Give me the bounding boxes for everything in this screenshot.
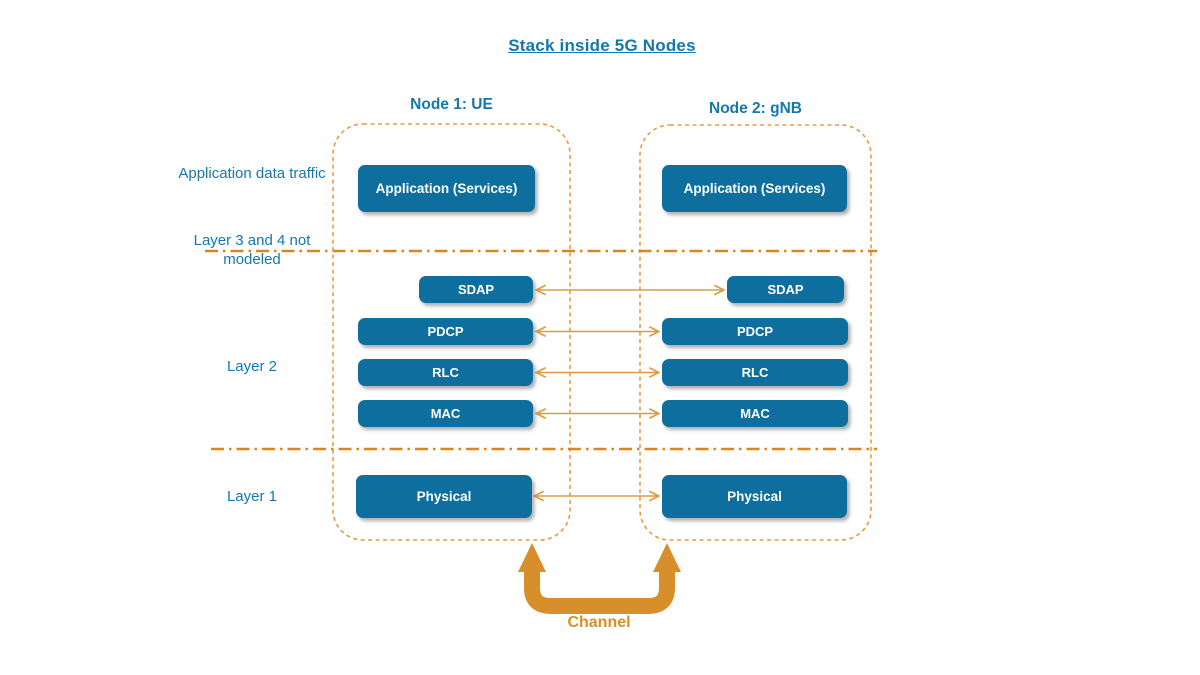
side-label-layer1: Layer 1 — [226, 488, 278, 505]
side-label-application-data-traffic: Application data traffic — [178, 165, 326, 182]
node1-sdap-box: SDAP — [419, 276, 533, 303]
channel-right-arrowhead-icon — [653, 543, 681, 572]
node2-sdap-box: SDAP — [727, 276, 844, 303]
node2-mac-box: MAC — [662, 400, 848, 427]
channel-left-arrowhead-icon — [518, 543, 546, 572]
page-title: Stack inside 5G Nodes — [508, 36, 696, 55]
node1-title: Node 1: UE — [410, 96, 493, 113]
node2-physical-box: Physical — [662, 475, 847, 518]
node2-title: Node 2: gNB — [709, 100, 802, 117]
node1-mac-box: MAC — [358, 400, 533, 427]
node1-rlc-box: RLC — [358, 359, 533, 386]
channel-label: Channel — [567, 614, 631, 631]
node1-pdcp-box: PDCP — [358, 318, 533, 345]
side-label-layer3-4-not-modeled: Layer 3 and 4 not modeled — [193, 232, 311, 268]
side-label-layer2: Layer 2 — [226, 358, 278, 375]
channel-connector — [524, 566, 675, 614]
node1-dashed-border — [332, 123, 571, 541]
node1-application-box: Application (Services) — [358, 165, 535, 212]
node2-rlc-box: RLC — [662, 359, 848, 386]
node1-physical-box: Physical — [356, 475, 532, 518]
node2-pdcp-box: PDCP — [662, 318, 848, 345]
node2-application-box: Application (Services) — [662, 165, 847, 212]
